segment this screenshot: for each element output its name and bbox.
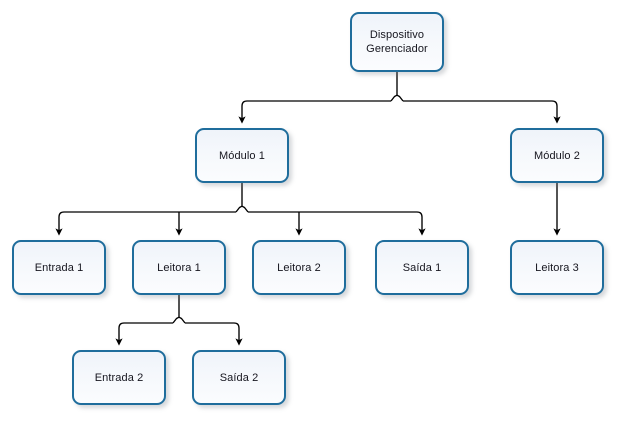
node-leitora-1[interactable]: Leitora 1 bbox=[132, 240, 226, 295]
edge-root-to-modulo-1 bbox=[238, 100, 391, 124]
node-leitora-2[interactable]: Leitora 2 bbox=[252, 240, 346, 295]
edge-leitora-1-to-entrada-2 bbox=[115, 322, 173, 346]
node-label: Módulo 2 bbox=[533, 149, 581, 162]
node-label: Saída 2 bbox=[219, 371, 259, 384]
edge-leitora-1-to-saida-2 bbox=[185, 322, 243, 346]
node-label: Leitora 1 bbox=[157, 261, 201, 274]
edge-leitora-1-jump bbox=[172, 316, 186, 324]
node-saida-1[interactable]: Saída 1 bbox=[375, 240, 469, 295]
node-label: Leitora 2 bbox=[277, 261, 321, 274]
node-modulo-2[interactable]: Módulo 2 bbox=[510, 128, 604, 183]
node-label: Saída 1 bbox=[402, 261, 442, 274]
edge-modulo-1-to-entrada-1 bbox=[55, 211, 236, 236]
node-label: Leitora 3 bbox=[535, 261, 579, 274]
node-dispositivo-gerenciador[interactable]: Dispositivo Gerenciador bbox=[350, 12, 444, 72]
edge-modulo-1-to-saida-1 bbox=[248, 211, 426, 236]
node-label: Dispositivo Gerenciador bbox=[366, 29, 428, 55]
node-modulo-1[interactable]: Módulo 1 bbox=[195, 128, 289, 183]
node-entrada-1[interactable]: Entrada 1 bbox=[12, 240, 106, 295]
node-entrada-2[interactable]: Entrada 2 bbox=[72, 350, 166, 405]
node-label: Entrada 2 bbox=[94, 371, 144, 384]
node-label: Entrada 1 bbox=[34, 261, 84, 274]
node-saida-2[interactable]: Saída 2 bbox=[192, 350, 286, 405]
node-label: Módulo 1 bbox=[218, 149, 266, 162]
edge-root-jump bbox=[390, 94, 404, 102]
edge-modulo-1-jump bbox=[235, 205, 249, 213]
node-leitora-3[interactable]: Leitora 3 bbox=[510, 240, 604, 295]
edge-root-to-modulo-2 bbox=[403, 100, 561, 124]
